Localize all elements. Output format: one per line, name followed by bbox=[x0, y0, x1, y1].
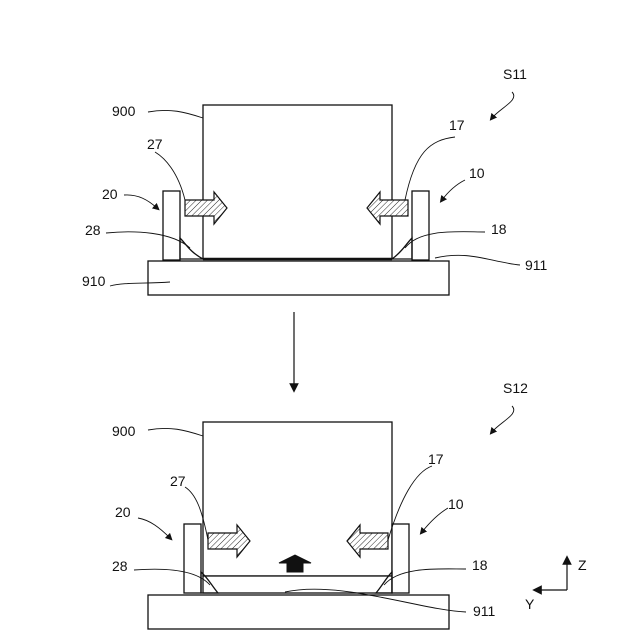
leader-20 bbox=[124, 195, 157, 208]
leader-900-s12 bbox=[148, 428, 203, 436]
label-20-s12: 20 bbox=[115, 504, 131, 520]
z-axis-label: Z bbox=[578, 557, 587, 573]
step-pointer-s12 bbox=[492, 406, 514, 432]
leader-10 bbox=[442, 180, 465, 200]
right-holder-10 bbox=[412, 191, 429, 260]
step-label-s12: S12 bbox=[503, 380, 528, 396]
left-foot-28 bbox=[180, 238, 203, 259]
y-axis-label: Y bbox=[525, 596, 535, 612]
label-910: 910 bbox=[82, 273, 106, 289]
left-holder-20 bbox=[163, 191, 180, 260]
leader-20-s12 bbox=[138, 518, 170, 538]
workpiece-900-s12 bbox=[203, 422, 392, 576]
label-20: 20 bbox=[102, 186, 118, 202]
label-911-s12: 911 bbox=[473, 603, 496, 619]
base-910-s12 bbox=[148, 595, 449, 629]
right-holder-10-s12 bbox=[392, 524, 409, 593]
step-s12: S12 900 27 20 28 17 10 18 9 bbox=[112, 380, 528, 629]
left-holder-20-s12 bbox=[184, 524, 201, 593]
leader-10-s12 bbox=[422, 508, 448, 532]
step-pointer-s11 bbox=[492, 92, 514, 118]
label-911: 911 bbox=[525, 257, 548, 273]
label-17: 17 bbox=[449, 117, 465, 133]
label-27-s12: 27 bbox=[170, 473, 186, 489]
label-17-s12: 17 bbox=[428, 451, 444, 467]
label-18: 18 bbox=[491, 221, 507, 237]
label-900: 900 bbox=[112, 103, 136, 119]
step-label-s11: S11 bbox=[503, 66, 527, 82]
right-foot-18 bbox=[392, 238, 412, 259]
step-s11: S11 900 27 20 28 910 17 10 1 bbox=[82, 66, 548, 295]
label-28: 28 bbox=[85, 222, 101, 238]
base-910 bbox=[148, 261, 449, 295]
workpiece-900 bbox=[203, 105, 392, 259]
label-27: 27 bbox=[147, 136, 163, 152]
label-900-s12: 900 bbox=[112, 423, 136, 439]
axes-indicator: Z Y bbox=[525, 557, 587, 612]
label-28-s12: 28 bbox=[112, 558, 128, 574]
label-10-s12: 10 bbox=[448, 496, 464, 512]
label-10: 10 bbox=[469, 165, 485, 181]
label-18-s12: 18 bbox=[472, 557, 488, 573]
leader-900 bbox=[148, 110, 203, 118]
